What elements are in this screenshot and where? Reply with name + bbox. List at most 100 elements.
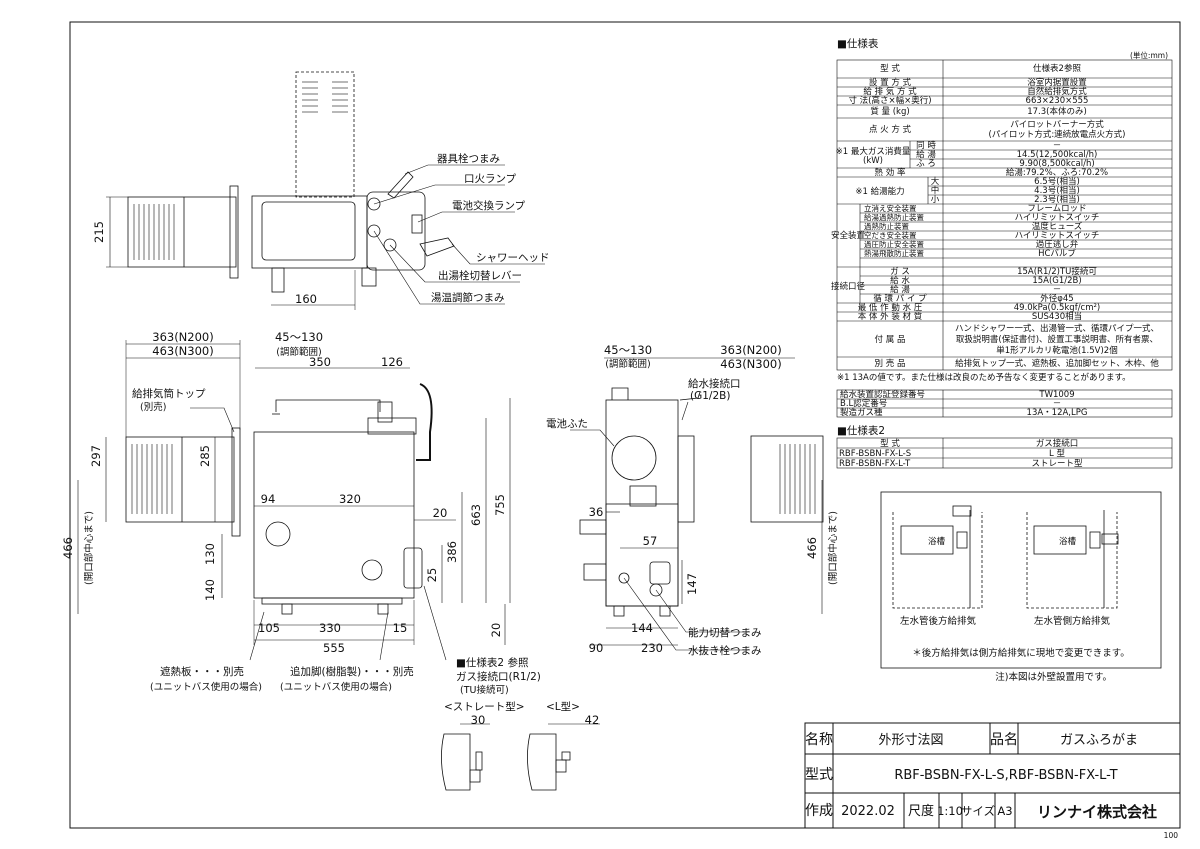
spec-efficiency-label: 熱 効 率 <box>875 167 906 178</box>
water-inlet-size: (G1/2B) <box>690 390 730 402</box>
dim-140: 140 <box>203 579 217 601</box>
spec-table-title: ■仕様表 <box>837 37 879 50</box>
dim-20-side: 20 <box>433 506 448 520</box>
l-type-dim: 42 <box>585 713 600 727</box>
dim-45-130-side: 45～130 <box>604 343 652 357</box>
gas-connection-label: ガス接続口(R1/2) <box>456 670 541 683</box>
spec2-row-model: RBF-BSBN-FX-L-S <box>839 449 911 459</box>
dim-94: 94 <box>261 492 276 506</box>
heat-shield-note: (ユニットバス使用の場合) <box>150 681 262 693</box>
spec-safety-item: 立消え安全装置 <box>864 203 917 213</box>
spec-accessories-line: 単1形アルカリ乾電池(1.5V)2個 <box>996 345 1117 356</box>
dim-330: 330 <box>319 621 341 635</box>
dim-363-side: 363(N200) <box>720 343 781 357</box>
spec-connect-value: 外径φ45 <box>1040 293 1073 304</box>
spec-safety-item: 過熱防止装置 <box>864 221 909 231</box>
spec-hot-water-label: ※1 給湯能力 <box>855 186 904 197</box>
dim-663: 663 <box>469 504 483 526</box>
dim-285: 285 <box>198 445 212 467</box>
title-made-value: 2022.02 <box>841 804 895 819</box>
title-block-grid <box>804 722 1181 829</box>
tu-connection-label: (TU接続可) <box>460 684 509 696</box>
drain-knob-label: 水抜き栓つまみ <box>688 644 762 657</box>
title-size-value: A3 <box>997 804 1012 818</box>
to-opening-center-front: (開口部中心まで) <box>83 511 95 585</box>
heat-shield-label: 遮熱板・・・別売 <box>160 665 244 678</box>
cert-row-value: TW1009 <box>1038 390 1074 400</box>
dim-466-front: 466 <box>61 537 75 559</box>
spec-hw-sub-label: 中 <box>931 185 940 196</box>
adjust-range-side: (調節範囲) <box>605 358 650 370</box>
sheet-border <box>69 21 1181 829</box>
dim-297: 297 <box>89 445 103 467</box>
spec-safety-label: 安全装置 <box>831 230 866 241</box>
spec-ignition-1: パイロットバーナー方式 <box>1010 119 1104 130</box>
install-note: ＊後方給排気は側方給排気に現地で変更できます。 <box>912 647 1130 659</box>
company-name: リンナイ株式会社 <box>1037 803 1157 821</box>
install-caption-right: 左水管側方給排気 <box>1034 615 1111 627</box>
title-made-label: 作成 <box>805 803 833 819</box>
title-name-label: 名称 <box>805 732 833 748</box>
spec-ref-label: ■仕様表2 参照 <box>456 656 529 669</box>
title-product-value: ガスふろがま <box>1060 733 1138 748</box>
title-model-label: 型式 <box>805 767 833 783</box>
chimney-top-separate: (別売) <box>140 401 166 413</box>
exterior-wall-note: 注)本図は外壁設置用です。 <box>995 671 1112 683</box>
spec-safety-value: 過圧逃し弁 <box>1036 239 1079 250</box>
l-type-label: <L型> <box>546 700 580 713</box>
title-size-label: サイズ <box>961 804 995 818</box>
cert-row-value: 13A・12A,LPG <box>1027 408 1088 418</box>
spec-gas-consumption-unit: (kW) <box>863 156 883 166</box>
spec-table2-grid <box>836 437 1173 469</box>
spec-gc-sub-label: 同 時 <box>916 141 936 151</box>
spec2-row-model: RBF-BSBN-FX-L-T <box>839 459 911 469</box>
dim-130: 130 <box>203 543 217 565</box>
spec-row-label: 設 置 方 式 <box>869 77 912 88</box>
dim-105: 105 <box>258 621 280 635</box>
callout-shower-head: シャワーヘッド <box>476 252 550 264</box>
dim-215: 215 <box>92 221 106 243</box>
spec-min-pressure-label: 最 低 作 動 水 圧 <box>858 302 923 313</box>
cert-row-label: 給水装置認証登録番号 <box>840 389 925 400</box>
spec-gas-consumption-label: ※1 最大ガス消費量 <box>836 146 911 157</box>
dim-15: 15 <box>393 621 408 635</box>
cert-table-grid <box>836 389 1173 418</box>
spec-sold-separately-label: 別 売 品 <box>875 358 906 369</box>
side-view <box>570 357 824 651</box>
spec-row-label: 給 排 気 方 式 <box>863 86 917 97</box>
chimney-top-label: 給排気筒トップ <box>132 387 206 400</box>
spec2-header-left: 型 式 <box>880 438 900 449</box>
top-view <box>106 71 545 310</box>
spec-connect-item: 給 湯 <box>890 284 910 295</box>
spec-row-value: 663×230×555 <box>1026 96 1089 106</box>
water-inlet-label: 給水接続口 <box>688 377 741 390</box>
spec-safety-item: 空だき安全装置 <box>864 230 917 240</box>
spec-row-value: 浴室内据置設置 <box>1027 77 1087 88</box>
cert-row-value: － <box>1053 399 1062 409</box>
dim-463-front: 463(N300) <box>152 344 213 358</box>
dim-45-130-front: 45～130 <box>275 330 323 344</box>
spec-connect-label: 接続口径 <box>831 281 866 292</box>
callout-gas-tap-knob: 器具栓つまみ <box>437 152 500 165</box>
spec-efficiency-value: 給湯:79.2%、ふろ:70.2% <box>1006 167 1108 178</box>
spec2-row-value: L 型 <box>1049 449 1065 459</box>
spec-connect-value: 15A(G1/2B) <box>1032 276 1081 286</box>
page-number: 100 <box>1164 831 1179 840</box>
spec-hw-value: 4.3号(相当) <box>1034 185 1080 196</box>
cert-row-label: 製造ガス種 <box>840 407 883 418</box>
spec-safety-item: 熱湯飛散防止装置 <box>864 248 924 258</box>
extra-leg-note: (ユニットバス使用の場合) <box>280 681 392 693</box>
spec-gc-value: 14.5(12,500kcal/h) <box>1017 150 1098 160</box>
dim-466-side: 466 <box>805 537 819 559</box>
title-product-label: 品名 <box>990 732 1018 748</box>
spec-gc-value: 9.90(8,500kcal/h) <box>1019 159 1094 169</box>
title-scale-label: 尺度 <box>908 803 934 819</box>
spec-exterior-value: SUS430相当 <box>1032 311 1082 322</box>
spec-safety-item: 給湯過熱防止装置 <box>864 212 924 222</box>
spec-sold-separately-value: 給排気トップ一式、遮熱板、追加脚セット、木枠、他 <box>955 358 1159 369</box>
spec-hw-sub-label: 大 <box>931 176 940 187</box>
spec-safety-value: ハイリミットスイッチ <box>1015 213 1100 223</box>
spec-safety-value: ハイリミットスイッチ <box>1015 231 1100 241</box>
spec-row-value: 17.3(本体のみ) <box>1027 106 1087 117</box>
